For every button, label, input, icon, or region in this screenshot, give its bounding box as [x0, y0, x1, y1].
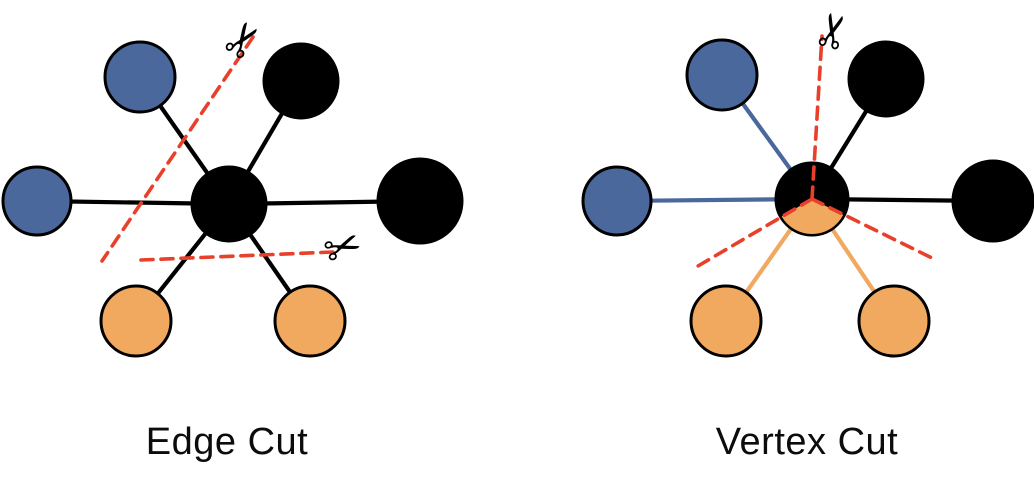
scissors-icon: ✂ — [802, 5, 864, 56]
cut-line — [100, 35, 255, 263]
blue-node — [685, 38, 759, 112]
black-node — [951, 159, 1034, 243]
vertex-cut-wedge — [781, 199, 844, 235]
black-node — [847, 40, 925, 118]
vertex-cut-label: Vertex Cut — [715, 421, 899, 463]
blue-node — [1, 165, 73, 237]
orange-node — [273, 284, 347, 358]
blue-node — [581, 165, 653, 237]
black-node — [262, 42, 340, 120]
cut-line — [810, 197, 934, 260]
blue-node — [103, 40, 177, 114]
black-node — [376, 157, 464, 245]
orange-node — [99, 284, 173, 358]
cut-line — [139, 250, 335, 262]
scissors-icon: ✂ — [210, 9, 276, 71]
scissors-icon: ✂ — [317, 218, 369, 279]
orange-node — [857, 284, 931, 358]
cut-line — [696, 197, 814, 268]
center-node — [190, 165, 268, 243]
edge-cut-diagram: ✂✂ — [1, 9, 464, 358]
vertex-cut-diagram: ✂ — [581, 5, 1034, 358]
edge-cut-label: Edge Cut — [145, 421, 309, 463]
orange-node — [689, 284, 763, 358]
cut-line — [810, 34, 824, 201]
